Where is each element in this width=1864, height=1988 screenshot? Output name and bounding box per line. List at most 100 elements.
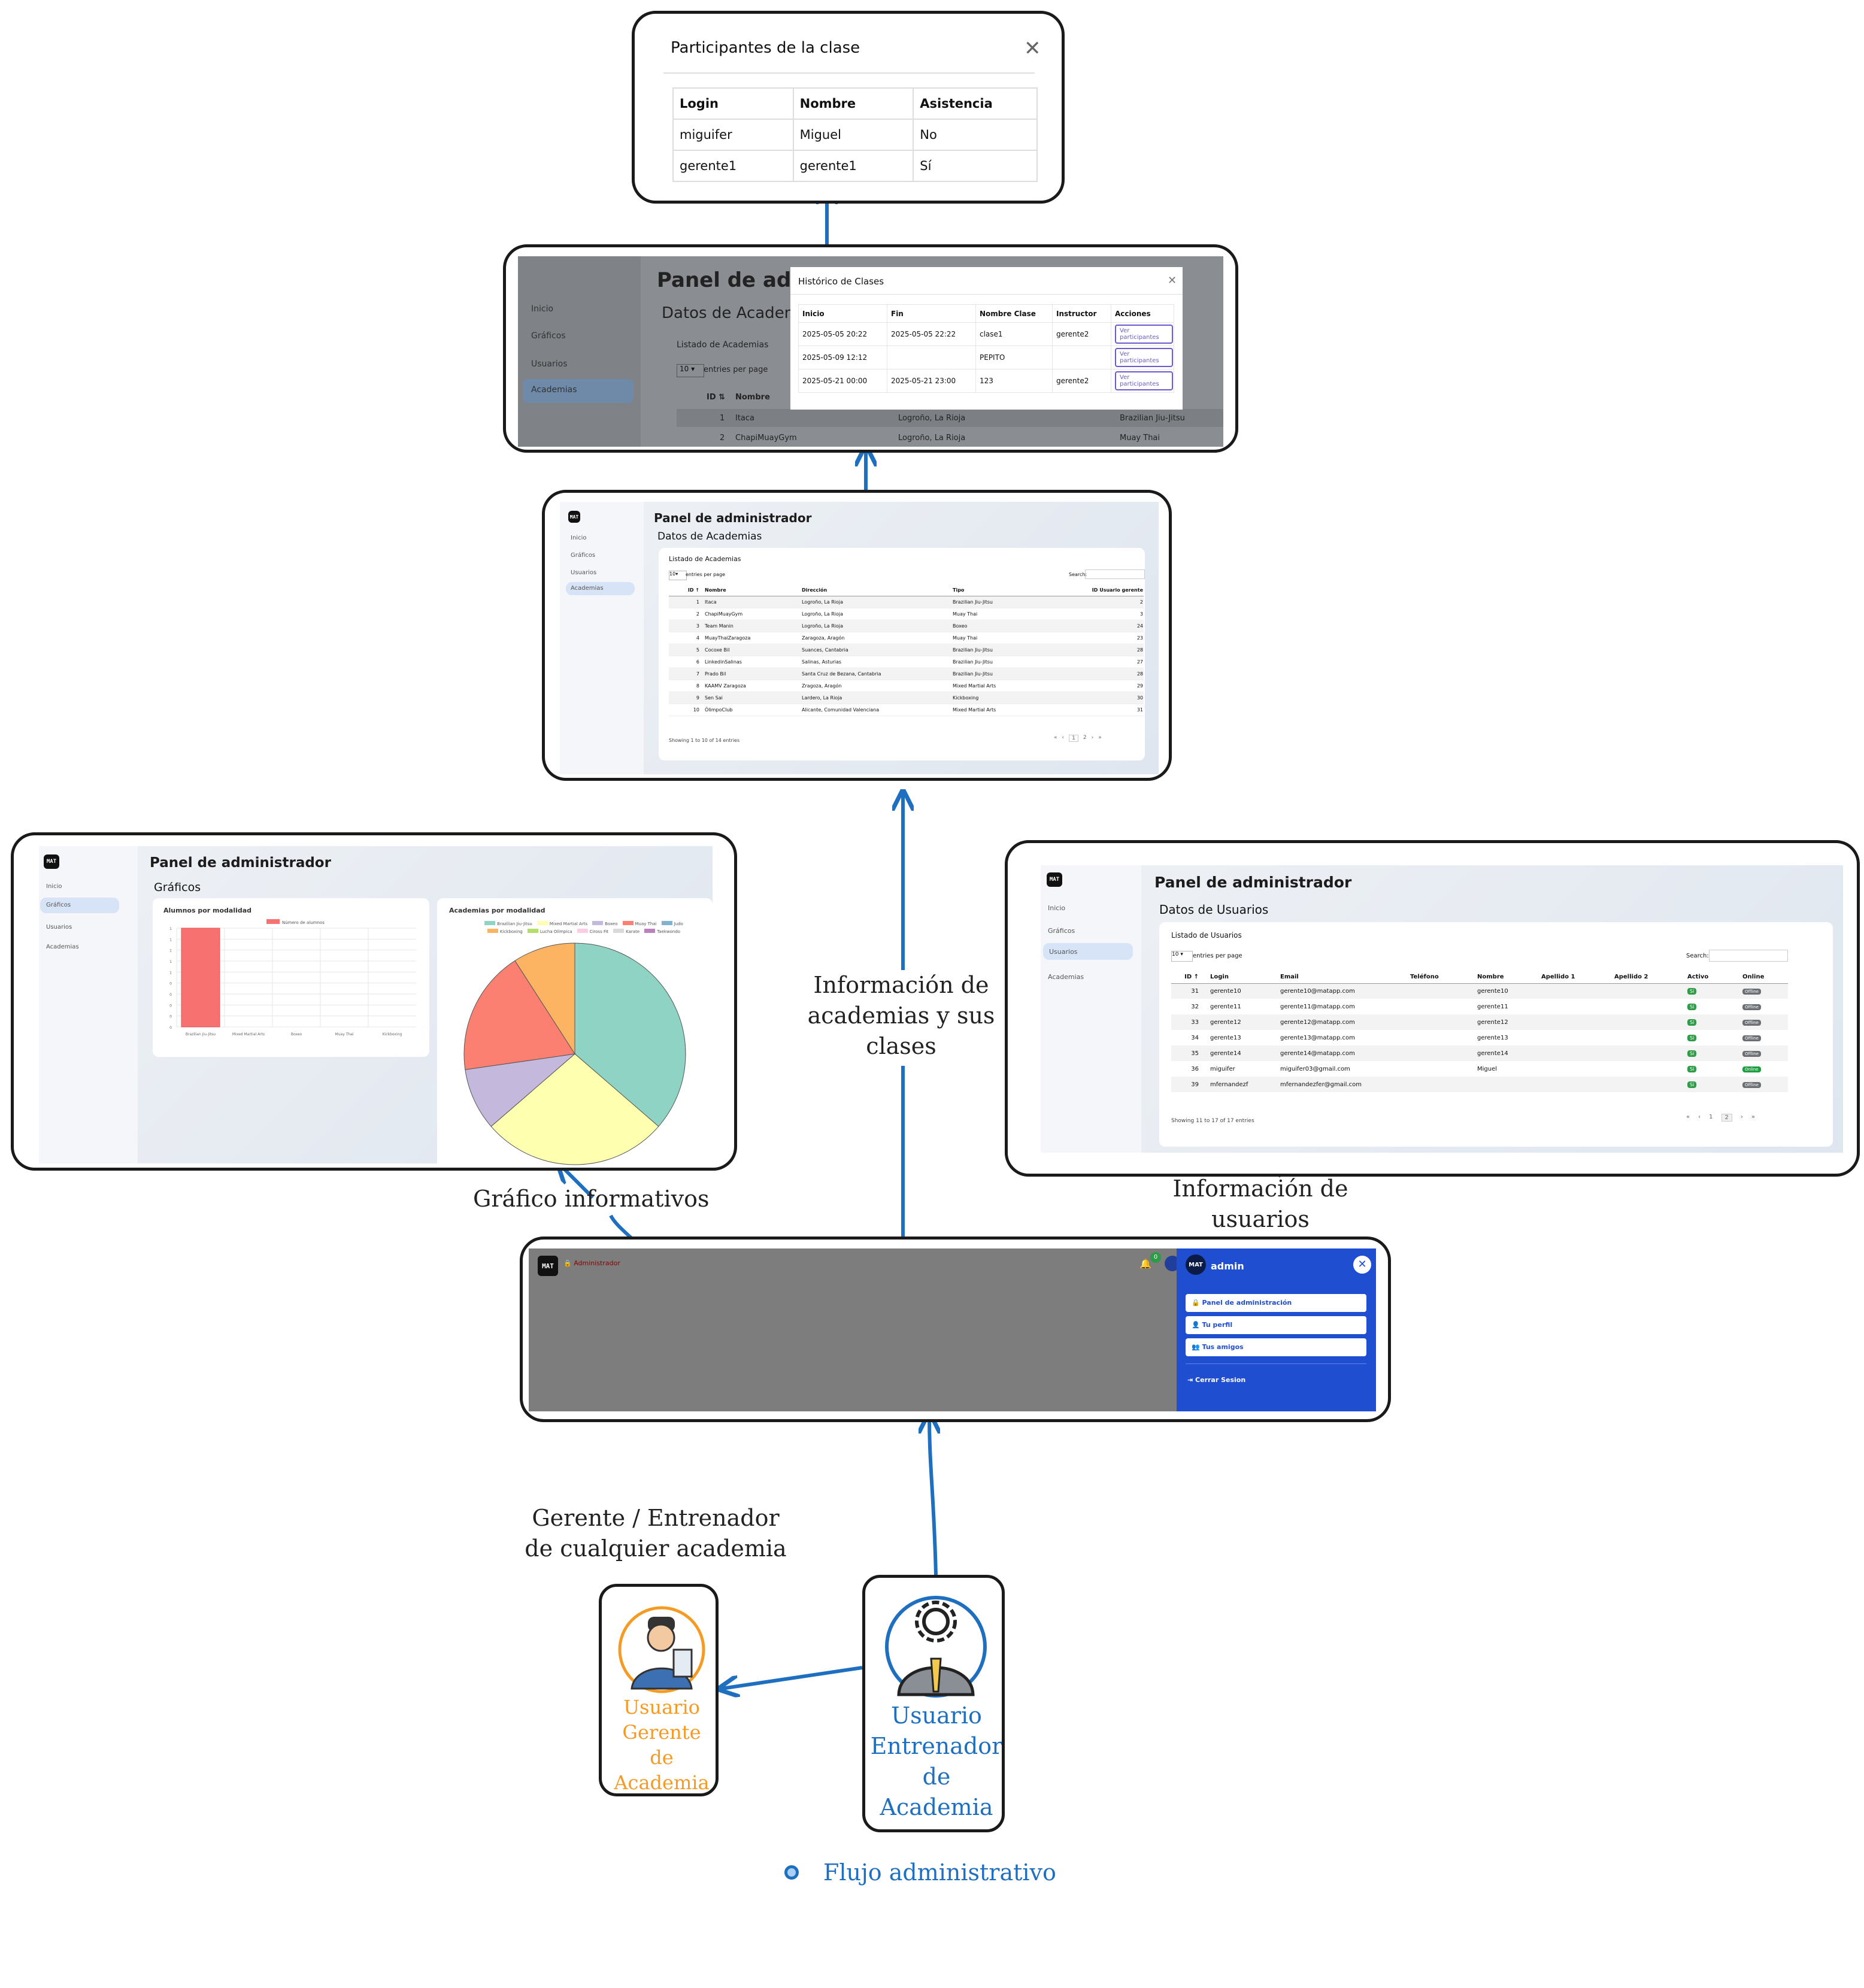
sidebar-item-graficos[interactable]: Gráficos — [571, 552, 596, 559]
table-cell: Offline — [1742, 1077, 1788, 1092]
sidebar-item-inicio[interactable]: Inicio — [46, 883, 62, 890]
table-cell: 30 — [1136, 695, 1143, 701]
close-icon[interactable]: ✕ — [1168, 274, 1177, 287]
cell-clase: PEPITO — [975, 346, 1053, 369]
table-cell: 2 — [1139, 599, 1143, 605]
cell-clase: clase1 — [975, 322, 1053, 346]
close-icon[interactable]: ✕ — [1024, 37, 1041, 60]
table-cell: gerente14 — [1477, 1050, 1508, 1057]
cell-acciones: Ver participantes — [1111, 369, 1174, 393]
pie-chart-title: Academias por modalidad — [449, 907, 545, 914]
gerente-user-label: Usuario Gerente de Academia — [614, 1696, 710, 1794]
online-badge: Offline — [1742, 1050, 1761, 1057]
sidebar-item-academias[interactable]: Academias — [523, 379, 634, 403]
sidebar-item-graficos[interactable]: Gráficos — [1048, 927, 1075, 935]
y-tick-label: 0 — [169, 1026, 172, 1030]
sidebar-item-usuarios[interactable]: Usuarios — [531, 359, 568, 369]
pagination-page[interactable]: 1 — [1069, 735, 1078, 742]
online-badge: Offline — [1742, 1081, 1761, 1088]
column-header: Instructor — [1052, 304, 1111, 323]
friends-button[interactable]: 👥 Tus amigos — [1186, 1338, 1366, 1356]
label-info-usuarios: Información de usuarios — [1172, 1175, 1348, 1232]
pagination-next[interactable]: › — [1740, 1114, 1743, 1120]
bell-icon[interactable]: 🔔 — [1139, 1258, 1151, 1269]
search-input[interactable] — [1709, 950, 1788, 962]
ver-participantes-button[interactable]: Ver participantes — [1115, 348, 1173, 367]
sidebar-item-usuarios[interactable]: Usuarios — [46, 924, 72, 931]
ver-participantes-button[interactable]: Ver participantes — [1115, 371, 1173, 390]
ver-participantes-button[interactable]: Ver participantes — [1115, 325, 1173, 344]
table-cell: gerente10 — [1210, 987, 1241, 995]
cell-fin — [887, 346, 976, 369]
table-cell: Sí — [1687, 1014, 1742, 1030]
profile-button[interactable]: 👤 Tu perfil — [1186, 1316, 1366, 1334]
pagination-first[interactable]: « — [1054, 735, 1057, 741]
sidebar: MAT Inicio Gráficos Usuarios Academias — [560, 502, 644, 774]
logout-button[interactable]: ⇥ Cerrar Sesion — [1187, 1376, 1246, 1384]
table-row: miguifer Miguel No — [672, 119, 1038, 151]
table-cell: Logroño, La Rioja — [802, 611, 844, 617]
sidebar-item-academias[interactable]: Academias — [566, 582, 635, 595]
list-label: Listado de Usuarios — [1171, 931, 1242, 940]
sidebar-item-usuarios[interactable]: Usuarios — [571, 569, 597, 576]
table-cell: gerente13 — [1477, 1034, 1508, 1041]
table-cell: gerente12 — [1477, 1019, 1508, 1026]
table-cell: 31 — [1136, 707, 1143, 713]
sidebar-item-inicio[interactable]: Inicio — [1048, 904, 1066, 912]
column-header: Apellido 2 — [1614, 974, 1648, 981]
sidebar-item-inicio[interactable]: Inicio — [531, 304, 554, 314]
cell-nombre: gerente1 — [792, 150, 914, 182]
table-cell: 34 — [1191, 1034, 1199, 1041]
search-label: Search: — [1069, 572, 1087, 577]
sidebar-item-inicio[interactable]: Inicio — [571, 535, 587, 541]
sidebar-item-label: Academias — [531, 385, 577, 395]
admin-panel-button[interactable]: 🔒 Panel de administración — [1186, 1294, 1366, 1312]
close-icon[interactable]: ✕ — [1353, 1256, 1371, 1274]
table-cell: Sen Sai — [705, 695, 723, 701]
legend-item: Kickboxing — [487, 929, 523, 934]
arrow-entrenador-to-home — [929, 1416, 936, 1577]
pagination-first[interactable]: « — [1686, 1114, 1690, 1120]
sidebar-item-usuarios[interactable]: Usuarios — [1043, 943, 1133, 960]
legend-item: Lucha Olímpica — [527, 929, 572, 934]
pagination-next[interactable]: › — [1091, 735, 1094, 741]
table-cell: Salinas, Asturias — [802, 659, 842, 665]
pagination-last[interactable]: » — [1098, 735, 1102, 741]
sidebar-item-graficos[interactable]: Gráficos — [40, 898, 119, 913]
entries-select[interactable]: 10 ▾ — [1171, 951, 1193, 962]
pagination-page[interactable]: 2 — [1083, 735, 1087, 741]
pagination-page[interactable]: 1 — [1709, 1114, 1713, 1120]
table-cell: 9 — [696, 695, 699, 701]
online-badge: Offline — [1742, 1004, 1761, 1010]
sidebar: MAT Inicio Gráficos Usuarios Academias — [1041, 865, 1141, 1153]
sidebar-item-academias[interactable]: Academias — [1048, 973, 1084, 981]
entrenador-user-label: Usuario Entrenador de Academia — [870, 1702, 1003, 1820]
sidebar-item-graficos[interactable]: Gráficos — [531, 331, 566, 341]
y-tick-label: 1 — [169, 949, 172, 953]
status-badge: Sí — [1687, 1050, 1697, 1057]
y-tick-label: 1 — [169, 927, 172, 931]
pagination-page[interactable]: 2 — [1721, 1114, 1732, 1122]
search-input[interactable] — [1085, 569, 1145, 579]
y-tick-label: 1 — [169, 971, 172, 975]
pagination-prev[interactable]: ‹ — [1062, 735, 1065, 741]
table-cell: Miguel — [1477, 1065, 1498, 1072]
entries-select[interactable]: 10▾ — [669, 571, 687, 580]
entries-select[interactable]: 10 ▾ — [677, 364, 704, 377]
pagination-last[interactable]: » — [1751, 1114, 1755, 1120]
entrenador-user-card: Usuario Entrenador de Academia — [862, 1575, 1005, 1832]
table-cell: miguifer03@gmail.com — [1280, 1065, 1350, 1072]
cell-nombre: Miguel — [792, 119, 914, 151]
table-cell — [1410, 1077, 1477, 1092]
cell-login: gerente1 — [672, 150, 794, 182]
table-header-row: ID ↑ Nombre Dirección Tipo ID Usuario ge… — [669, 585, 1144, 596]
logo: MAT — [1047, 872, 1062, 887]
pagination-prev[interactable]: ‹ — [1698, 1114, 1701, 1120]
entries-label: entries per page — [1193, 953, 1242, 959]
sidebar-item-academias[interactable]: Academias — [46, 944, 79, 950]
